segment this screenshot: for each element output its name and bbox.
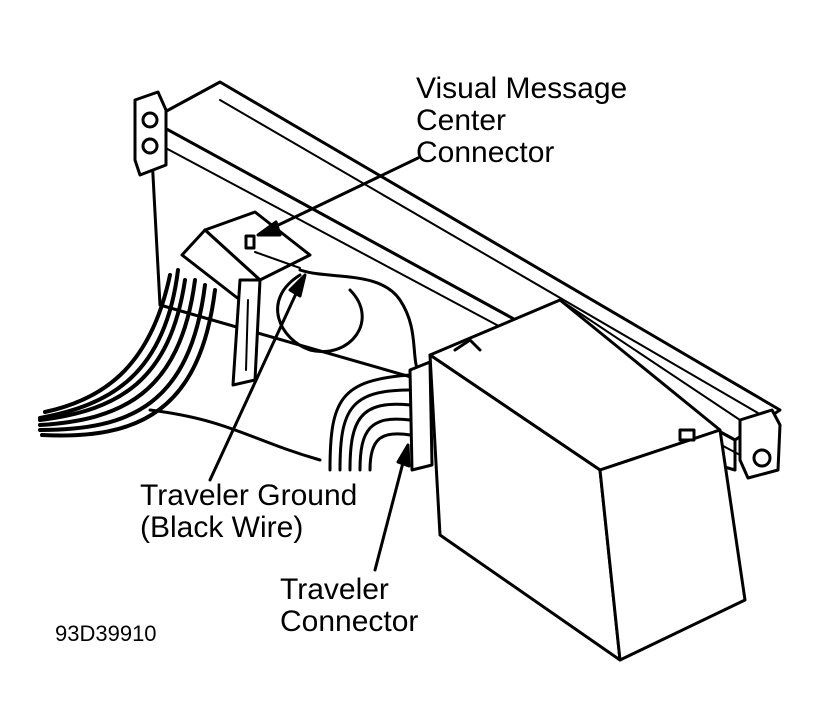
visual-message-center-connector: [180, 210, 312, 387]
traveler-ground-wire: [148, 268, 422, 462]
traveler-connector-body: [408, 360, 434, 472]
right-mounting-bracket: [738, 408, 782, 480]
traveler-connector-wires: [328, 373, 412, 472]
label-line: Connector: [416, 136, 555, 169]
label-traveler-connector: Traveler Connector: [280, 574, 418, 638]
traveler-module: [428, 298, 747, 662]
left-mounting-bracket: [133, 90, 168, 177]
figure-id: 93D39910: [55, 621, 157, 646]
label-line: Center: [416, 104, 507, 137]
label-visual-message-center-connector: Visual Message Center Connector: [416, 73, 627, 169]
label-traveler-ground: Traveler Ground (Black Wire): [140, 480, 357, 544]
label-line: (Black Wire): [140, 511, 304, 544]
leader-arrows: [208, 156, 420, 572]
label-line: Connector: [280, 605, 419, 638]
label-line: Visual Message: [416, 72, 628, 105]
wire-harness-left: [38, 268, 217, 438]
label-line: Traveler: [280, 573, 389, 606]
label-line: Traveler Ground: [140, 479, 358, 512]
